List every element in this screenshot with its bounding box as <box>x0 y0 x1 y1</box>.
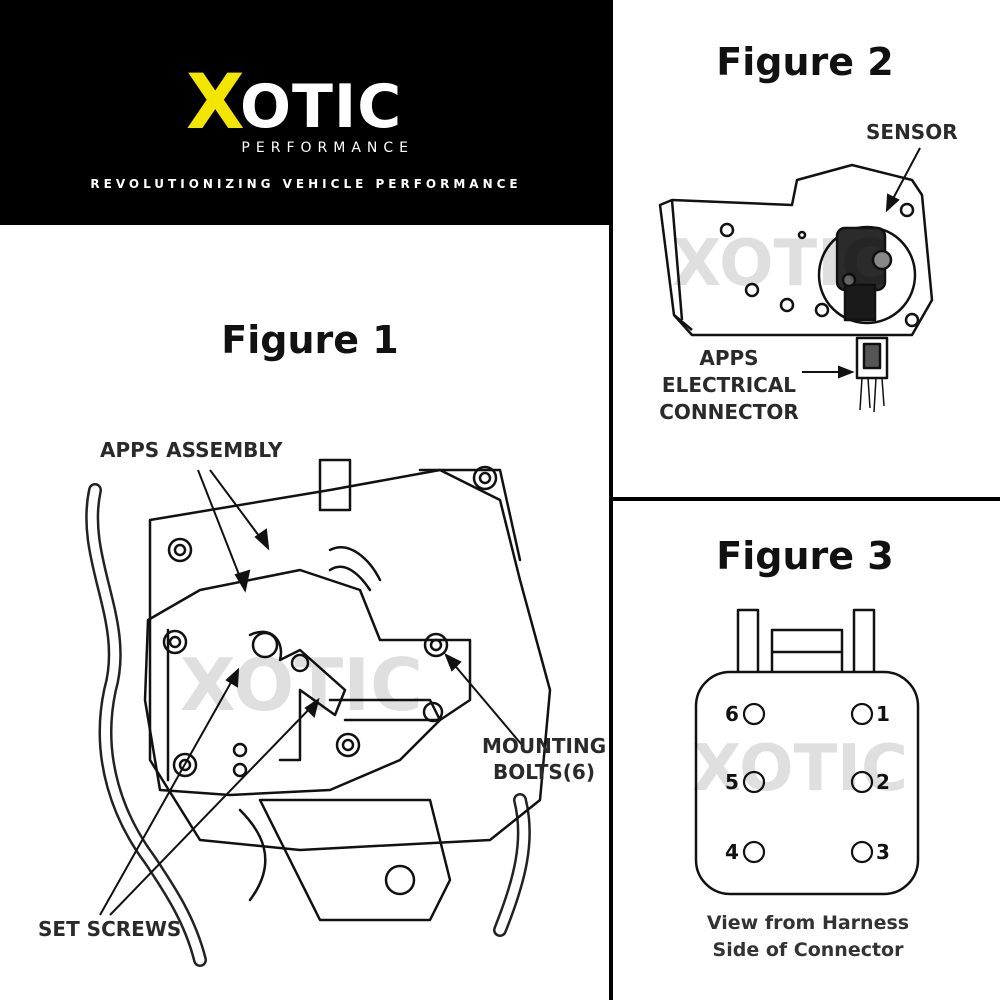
pin-5-socket <box>742 770 766 794</box>
figure2-illustration: XOTIC <box>658 147 934 413</box>
brand-logo: X OTIC <box>186 57 426 146</box>
pin-3-label: 3 <box>876 840 890 864</box>
logo-x: X <box>186 57 245 146</box>
pin-3-socket <box>850 840 874 864</box>
figure2-watermark: XOTIC <box>672 227 888 301</box>
pin-2-label: 2 <box>876 770 890 794</box>
figure3-connector-diagram: XOTIC 6 1 5 2 4 3 <box>692 608 920 896</box>
logo-text: OTIC <box>240 72 403 142</box>
label-mounting-bolts: MOUNTING BOLTS(6) <box>482 733 606 785</box>
pin-4-label: 4 <box>725 840 739 864</box>
figure1-title: Figure 1 <box>221 318 399 362</box>
brand-tagline: REVOLUTIONIZING VEHICLE PERFORMANCE <box>90 177 522 191</box>
brand-panel <box>0 0 612 224</box>
horizontal-divider <box>610 497 1000 501</box>
figure3-title: Figure 3 <box>716 534 894 578</box>
label-apps-connector-line3: CONNECTOR <box>659 400 799 424</box>
pin-5-label: 5 <box>725 770 739 794</box>
figure3-caption-line1: View from Harness <box>706 912 910 934</box>
label-apps-connector-line2: ELECTRICAL <box>661 373 797 397</box>
pin-6-socket <box>742 702 766 726</box>
pin-2-socket <box>850 770 874 794</box>
figure1-watermark: XOTIC <box>180 643 423 727</box>
label-apps-connector: APPS ELECTRICAL CONNECTOR <box>656 345 802 426</box>
pin-1-socket <box>850 702 874 726</box>
figure3-watermark: XOTIC <box>692 732 908 806</box>
figure2-title: Figure 2 <box>716 40 894 84</box>
figure3-caption: View from Harness Side of Connector <box>690 910 926 964</box>
logo-subtitle: PERFORMANCE <box>241 140 414 156</box>
pin-4-socket <box>742 840 766 864</box>
label-apps-assembly: APPS ASSEMBLY <box>100 438 283 462</box>
label-set-screws: SET SCREWS <box>38 917 182 941</box>
pin-6-label: 6 <box>725 702 739 726</box>
label-apps-connector-line1: APPS <box>699 346 759 370</box>
figure3-caption-line2: Side of Connector <box>712 939 904 961</box>
panel-bottom-divider <box>0 222 612 225</box>
label-mounting-bolts-line1: MOUNTING <box>482 734 607 758</box>
pin-1-label: 1 <box>876 702 890 726</box>
label-sensor: SENSOR <box>866 120 958 144</box>
label-mounting-bolts-line2: BOLTS(6) <box>493 760 595 784</box>
